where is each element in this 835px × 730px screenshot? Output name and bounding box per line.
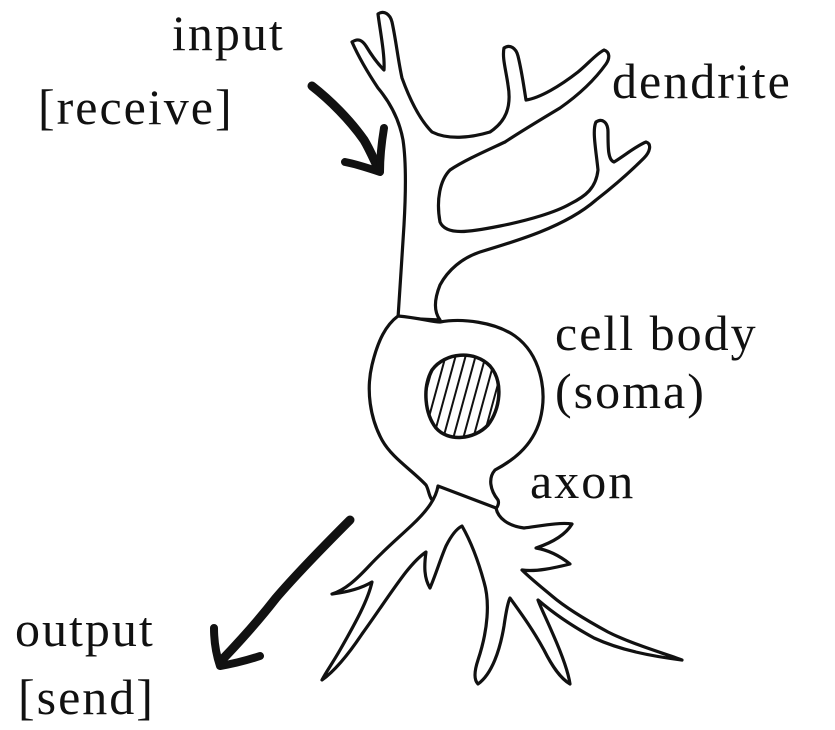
input-label: input: [172, 8, 285, 58]
axon-branches: [322, 486, 682, 684]
cell-body-label: cell body: [555, 308, 758, 358]
dendrite-label: dendrite: [612, 56, 792, 106]
axon-label: axon: [530, 456, 635, 506]
output-label: output: [15, 604, 155, 654]
send-label: [send]: [18, 672, 155, 722]
input-arrow: [312, 86, 384, 172]
output-arrow: [214, 520, 350, 666]
soma-label: (soma): [555, 366, 706, 416]
dendrite-tree: [352, 12, 650, 320]
receive-label: [receive]: [38, 82, 234, 132]
